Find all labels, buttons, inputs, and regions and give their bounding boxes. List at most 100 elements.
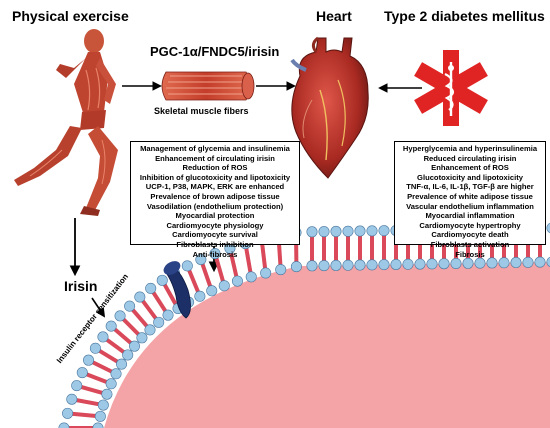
lipid-head [114, 310, 126, 322]
lipid-head [510, 257, 522, 269]
lipid-head [390, 258, 402, 270]
diabetes-effect-item: Fibroblasts activation [430, 239, 510, 249]
lipid-head [94, 410, 106, 422]
lipid-head [110, 368, 122, 380]
lipid-head [462, 257, 474, 269]
physical-exercise-title: Physical exercise [12, 8, 129, 24]
exercise-effect-item: Cardiomyocyte survival [172, 230, 258, 240]
lipid-head [330, 225, 342, 237]
lipid-head [83, 354, 95, 366]
lipid-head [354, 225, 366, 237]
lipid-head [498, 257, 510, 269]
lipid-head [546, 256, 550, 268]
diabetes-effect-item: Myocardial inflammation [425, 211, 515, 221]
lipid-head [306, 260, 318, 272]
lipid-head [116, 358, 128, 370]
lipid-head [97, 331, 109, 343]
lipid-head [378, 259, 390, 271]
diabetes-effect-item: TNF-α, IL-6, IL-1β, TGF-β are higher [406, 182, 534, 192]
heart-illustration [290, 36, 369, 179]
lipid-head [522, 256, 534, 268]
lipid-head [342, 259, 354, 271]
diabetes-effect-item: Hyperglycemia and hyperinsulinemia [402, 144, 538, 153]
diabetes-effect-item: Reduced circulating irisin [423, 153, 517, 163]
lipid-head [245, 271, 257, 283]
t2dm-title: Type 2 diabetes mellitus [384, 8, 545, 24]
lipid-head [450, 258, 462, 270]
exercise-effect-item: Reduction of ROS [182, 163, 248, 173]
lipid-head [231, 275, 243, 287]
heart-title: Heart [316, 8, 352, 24]
pathway-title: PGC-1α/FNDC5/irisin [150, 44, 280, 59]
diabetes-effect-item: Cardiomyocyte hypertrophy [419, 220, 521, 230]
lipid-tail [227, 247, 240, 282]
lipid-head [366, 259, 378, 271]
lipid-head [306, 226, 318, 238]
diabetes-effect-item: Cardiomyocyte death [431, 230, 509, 240]
lipid-head [153, 316, 165, 328]
diabetes-effect-item: Enhancement of ROS [431, 163, 509, 173]
lipid-head [318, 226, 330, 238]
exercise-effect-item: Anti-fibrosis [192, 249, 238, 259]
lipid-head [486, 257, 498, 269]
muscle-fibers-label: Skeletal muscle fibers [154, 106, 249, 116]
lipid-head [218, 280, 230, 292]
lipid-head [402, 258, 414, 270]
exercise-effect-item: Vasodilation (endothelium protection) [146, 201, 284, 211]
lipid-head [209, 248, 221, 260]
diabetes-effect-item: Prevalence of white adipose tissue [407, 191, 533, 201]
lipid-head [260, 267, 272, 279]
lipid-head [194, 290, 206, 302]
lipid-head [474, 257, 486, 269]
arrow-irisin-down [91, 297, 106, 318]
insulin-receptor-icon [163, 261, 191, 319]
diabetes-effect-item: Vascular endothelium inflammation [406, 201, 534, 211]
lipid-head [156, 274, 168, 286]
lipid-head [162, 309, 174, 321]
lipid-head [89, 342, 101, 354]
lipid-head [101, 388, 113, 400]
exercise-effects-box: Management of glycemia and insulinemia E… [130, 141, 300, 259]
lipid-tail [213, 253, 227, 287]
lipid-head [534, 256, 546, 268]
lipid-head [145, 282, 157, 294]
lipid-tail [243, 243, 254, 278]
lipid-head [92, 422, 104, 428]
exercise-effect-item: UCP-1, P38, MAPK, ERK are enhanced [145, 182, 285, 192]
lipid-head [378, 225, 390, 237]
lipid-head [366, 225, 378, 237]
lipid-head [144, 324, 156, 336]
lipid-head [122, 349, 134, 361]
lipid-head [71, 380, 83, 392]
lipid-head [206, 285, 218, 297]
lipid-head [546, 222, 550, 234]
runner-figure [14, 29, 118, 216]
lipid-head [62, 407, 74, 419]
diabetes-effects-box: Hyperglycemia and hyperinsulinemia Reduc… [394, 141, 546, 259]
lipid-head [318, 260, 330, 272]
lipid-head [181, 260, 193, 272]
diabetes-effect-item: Fibrosis [455, 249, 485, 259]
irisin-label: Irisin [64, 278, 98, 294]
exercise-effect-item: Inhibition of glucotoxicity and lipotoxi… [139, 172, 291, 182]
muscle-fiber-bundle [161, 71, 255, 101]
exercise-effect-item: Myocardial protection [175, 211, 255, 221]
lipid-head [97, 399, 109, 411]
exercise-effect-item: Cardiomyocyte physiology [166, 220, 264, 230]
exercise-effect-item: Fibroblasts inhibition [176, 239, 254, 249]
lipid-head [136, 332, 148, 344]
lipid-head [438, 258, 450, 270]
lipid-head [195, 253, 207, 265]
lipid-head [275, 264, 287, 276]
lipid-head [290, 261, 302, 273]
lipid-head [330, 259, 342, 271]
lipid-head [414, 258, 426, 270]
exercise-effect-item: Management of glycemia and insulinemia [140, 144, 290, 153]
exercise-effect-item: Prevalence of brown adipose tissue [150, 191, 280, 201]
exercise-effect-item: Enhancement of circulating irisin [155, 153, 275, 163]
star-of-life-icon [414, 50, 488, 126]
lipid-head [426, 258, 438, 270]
lipid-head [66, 393, 78, 405]
lipid-head [105, 378, 117, 390]
